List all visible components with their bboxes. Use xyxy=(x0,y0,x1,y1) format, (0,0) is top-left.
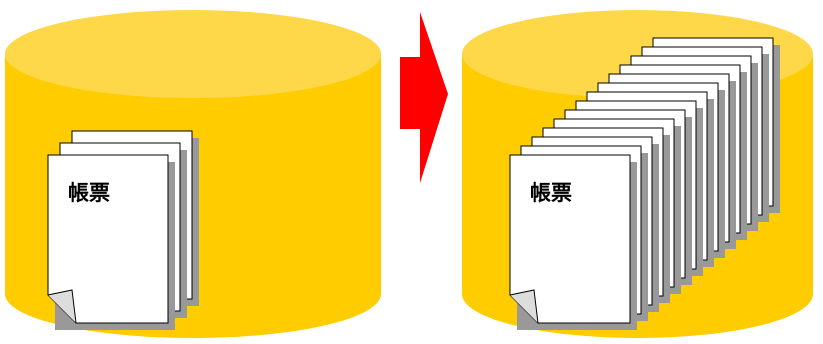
left-document-stack xyxy=(47,130,199,330)
right-document-page-1-fold xyxy=(509,289,539,324)
right-document-page-1 xyxy=(509,154,631,324)
left-document-label: 帳票 xyxy=(68,181,110,205)
right-document-stack xyxy=(509,37,780,330)
left-document-page-1-fold xyxy=(47,289,77,324)
left-document-page-1 xyxy=(47,154,169,324)
left-cylinder-top xyxy=(5,10,381,98)
right-document-label: 帳票 xyxy=(530,181,572,205)
right-arrow xyxy=(400,12,448,183)
